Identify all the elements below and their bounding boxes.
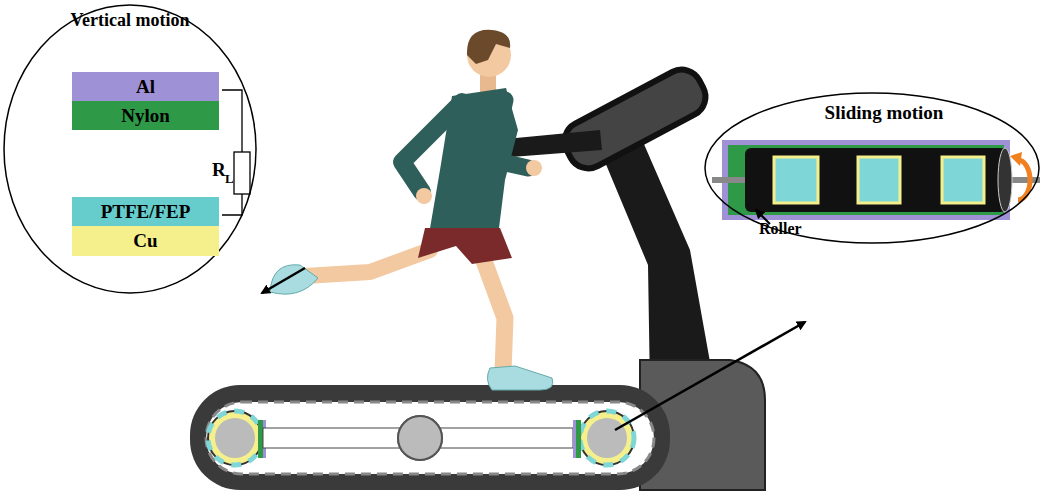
runner bbox=[270, 30, 553, 390]
resistor-label-subscript: L bbox=[225, 172, 234, 185]
ptfe-fep-layer: PTFE/FEP bbox=[72, 197, 219, 226]
inset-title: Vertical motion bbox=[70, 10, 190, 32]
layer-label: Al bbox=[136, 76, 155, 98]
part-label: Roller bbox=[759, 219, 829, 238]
inset-ellipse: Vertical motionAlNylonPTFE/FEP Cu bbox=[3, 4, 257, 294]
treadmill bbox=[190, 63, 765, 490]
resistor-symbol bbox=[234, 152, 250, 194]
resistor-label: R bbox=[212, 160, 226, 179]
inset-ground bbox=[3, 4, 257, 294]
layer-label: PTFE/FEP bbox=[101, 201, 191, 223]
inset-ground bbox=[704, 92, 1040, 244]
pointer-arrow bbox=[262, 268, 305, 293]
pointer-arrow bbox=[615, 322, 805, 430]
aluminium-layer: Al bbox=[72, 72, 219, 101]
roller-detail bbox=[712, 140, 1040, 224]
inset-title: Sliding motion bbox=[804, 102, 964, 125]
copper-layer: Cu bbox=[72, 226, 219, 256]
inset-ellipse: Sliding motionRoller bbox=[704, 92, 1040, 244]
layer-label: Nylon bbox=[121, 105, 170, 127]
layer-label: Cu bbox=[133, 230, 157, 252]
nylon-layer: Nylon bbox=[72, 101, 219, 130]
